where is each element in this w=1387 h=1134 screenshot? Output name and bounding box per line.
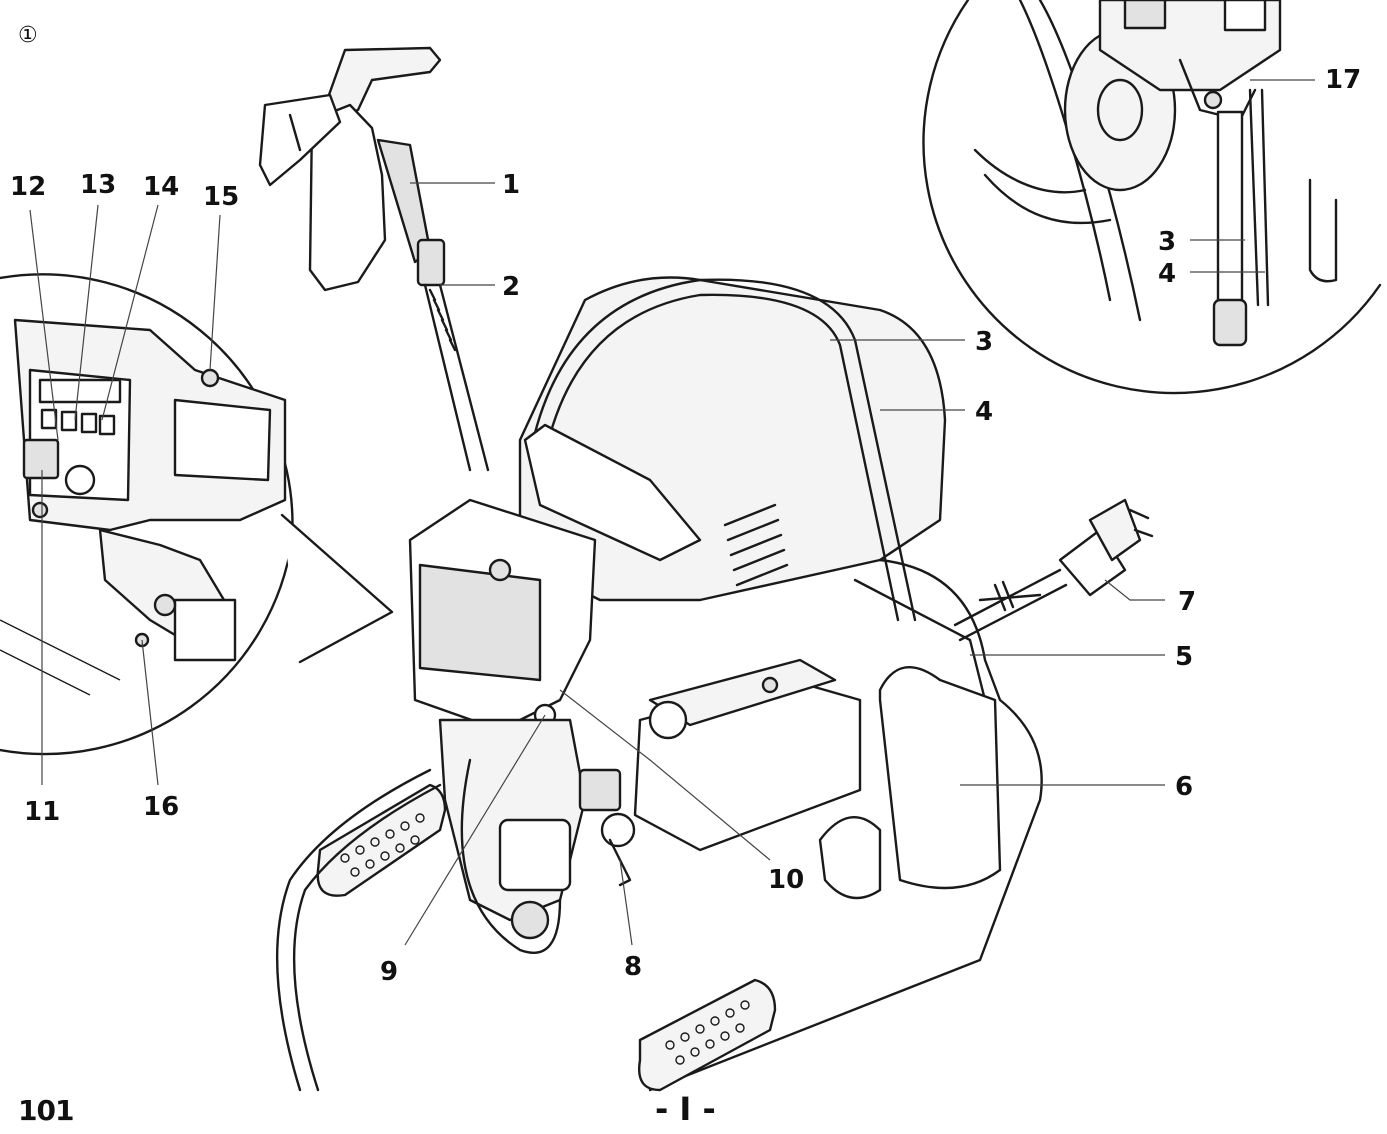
callout-15: 15 (203, 182, 239, 212)
airless-sprayer-unit (276, 276, 1154, 1092)
callout-16: 16 (143, 792, 179, 822)
callout-12: 12 (10, 172, 46, 202)
callout-17: 17 (1325, 65, 1361, 95)
callout-8: 8 (624, 952, 642, 982)
callout-1: 1 (502, 170, 520, 200)
callout-3: 3 (975, 327, 993, 357)
leader-lines (404, 182, 1165, 946)
callout-5: 5 (1175, 642, 1193, 672)
callout-10: 10 (768, 865, 804, 895)
page-number: 101 (18, 1094, 74, 1127)
callout-6: 6 (1175, 772, 1193, 802)
spray-gun (258, 46, 490, 472)
callout-13: 13 (80, 170, 116, 200)
callout-11: 11 (24, 797, 60, 827)
callout-7: 7 (1178, 587, 1196, 617)
detail-view-suction (922, 0, 1382, 395)
callout-2: 2 (502, 272, 520, 302)
callout-4: 4 (975, 397, 993, 427)
figure-number-mark: ① (18, 23, 38, 48)
callout-3-detail: 3 (1158, 227, 1176, 257)
callout-4-detail: 4 (1158, 259, 1176, 289)
foot-grip-dots-right (665, 1000, 750, 1065)
page-separator: - I - (655, 1090, 716, 1128)
callout-9: 9 (380, 957, 398, 987)
callout-14: 14 (143, 172, 179, 202)
callout-labels: 1 2 3 4 5 6 7 8 9 10 11 12 13 14 15 16 1… (10, 65, 1361, 987)
detail-view-control-panel (0, 204, 394, 786)
foot-grip-dots-left (340, 813, 425, 877)
